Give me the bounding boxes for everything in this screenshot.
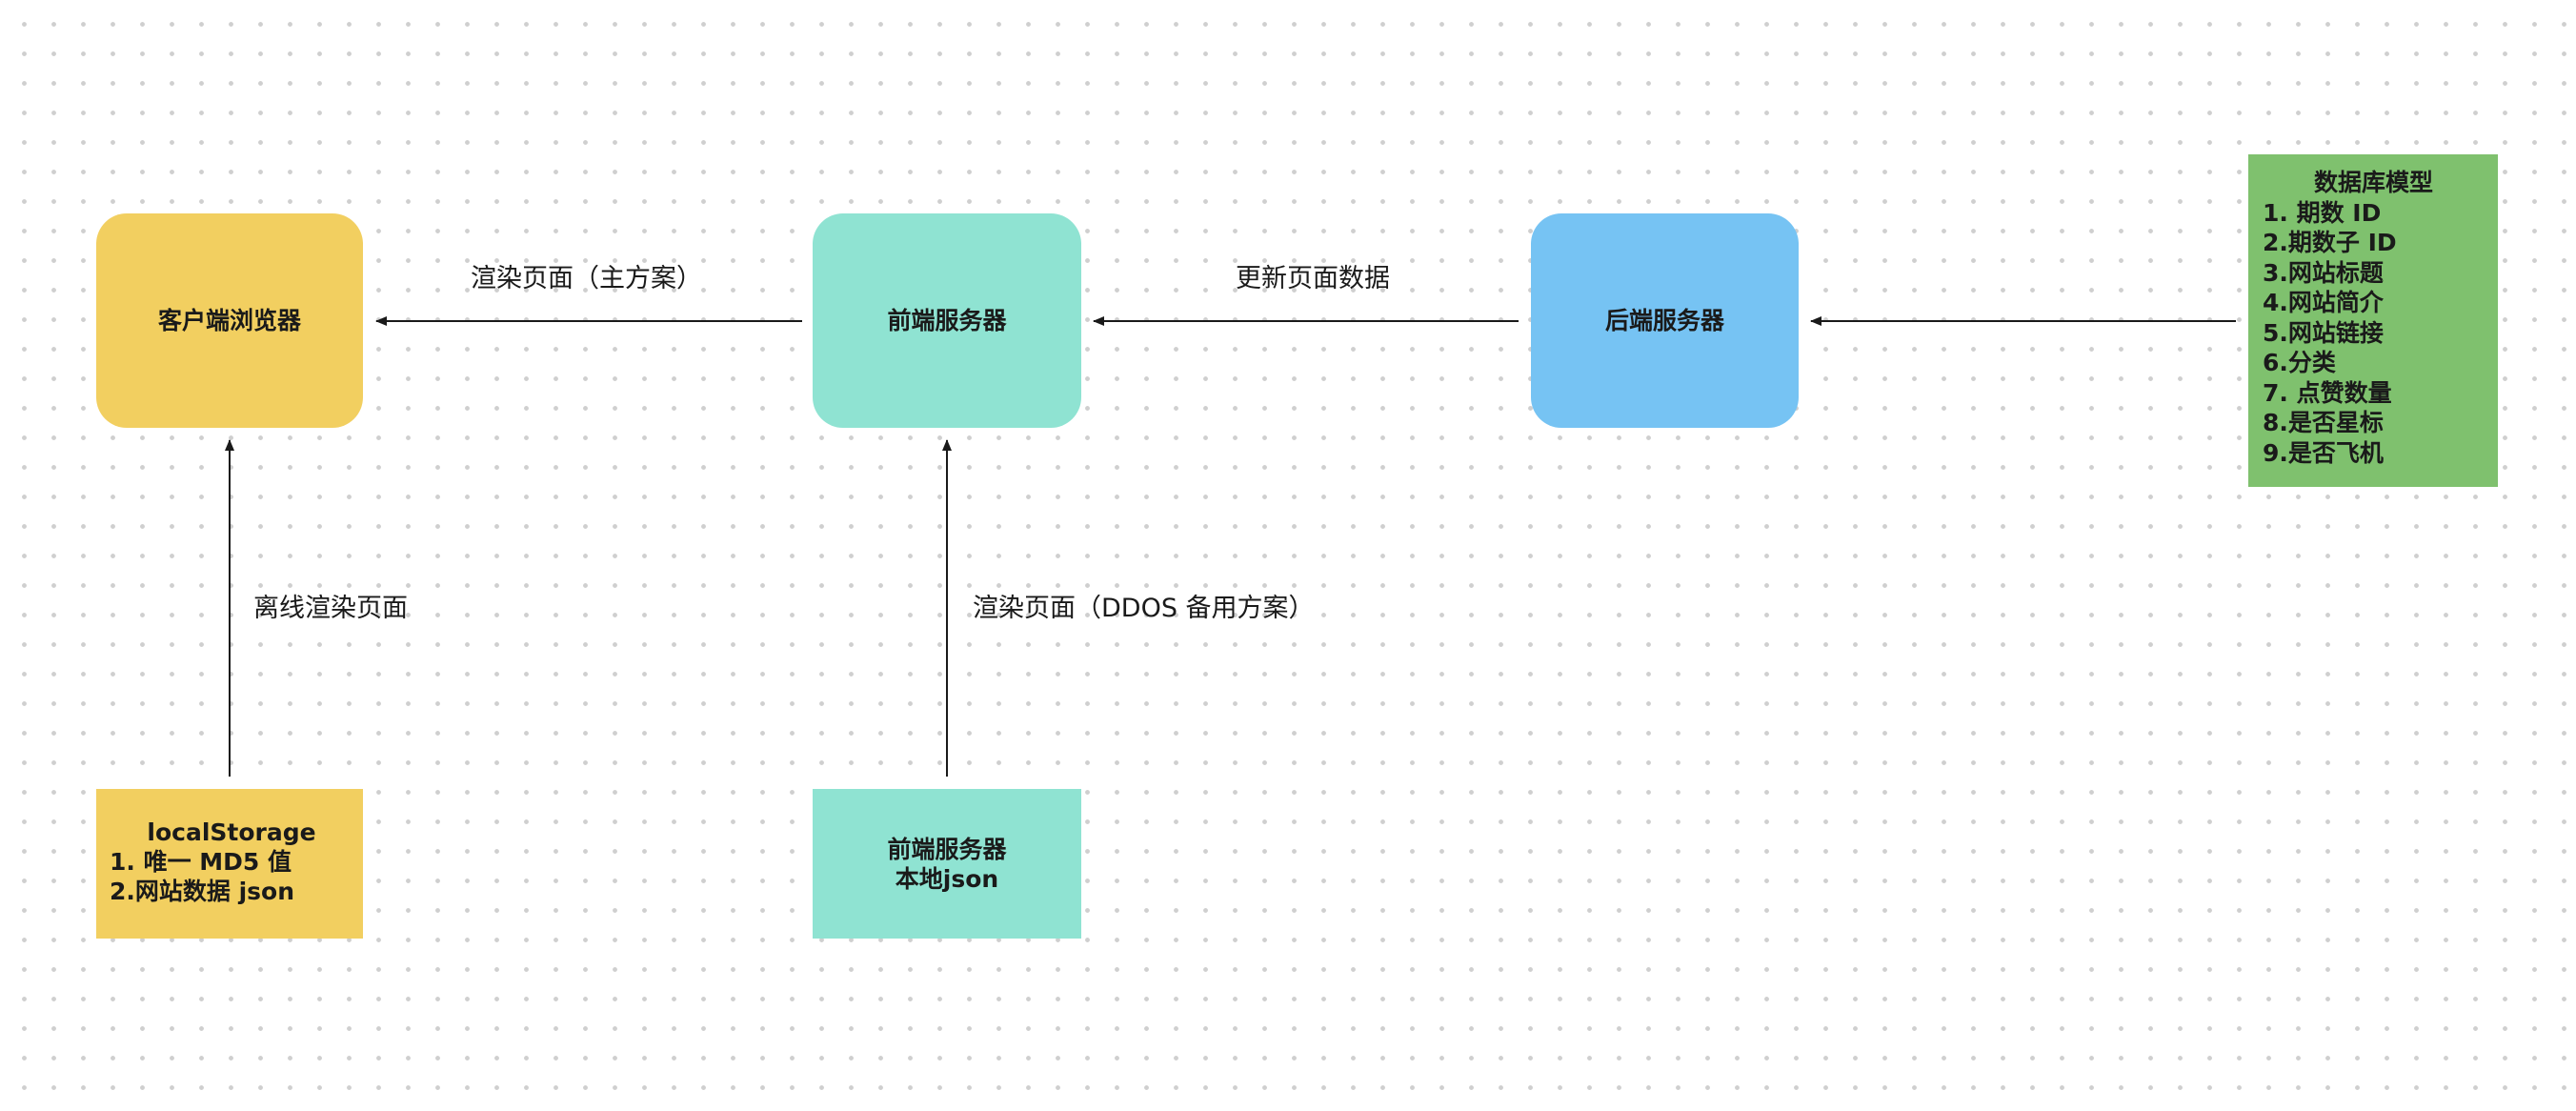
local-storage-node[interactable]: localStorage 1. 唯一 MD5 值 2.网站数据 json (96, 789, 363, 939)
database-model-item: 1. 期数 ID (2263, 198, 2382, 227)
edge-label-update-data: 更新页面数据 (1236, 264, 1390, 293)
backend-server-node[interactable]: 后端服务器 (1531, 213, 1799, 428)
local-storage-title: localStorage (147, 818, 316, 846)
frontend-local-json-line2: 本地json (895, 864, 999, 893)
local-storage-item: 1. 唯一 MD5 值 (110, 848, 292, 876)
browser-node[interactable]: 客户端浏览器 (96, 213, 363, 428)
database-model-item: 9.是否飞机 (2263, 438, 2384, 467)
browser-node-label: 客户端浏览器 (157, 306, 301, 334)
database-model-item: 5.网站链接 (2263, 318, 2384, 347)
database-model-item: 8.是否星标 (2263, 409, 2384, 436)
database-model-item: 3.网站标题 (2263, 258, 2384, 287)
frontend-server-node[interactable]: 前端服务器 (813, 213, 1081, 428)
database-model-item: 4.网站简介 (2263, 289, 2384, 316)
database-model-item: 2.期数子 ID (2263, 229, 2397, 256)
database-model-item: 7. 点赞数量 (2263, 378, 2392, 407)
edge-label-main-render: 渲染页面（主方案） (471, 264, 702, 293)
database-model-item: 6.分类 (2263, 349, 2336, 376)
local-storage-item: 2.网站数据 json (110, 878, 295, 905)
frontend-local-json-node[interactable]: 前端服务器 本地json (813, 789, 1081, 939)
backend-server-node-label: 后端服务器 (1604, 306, 1724, 334)
frontend-server-node-label: 前端服务器 (887, 306, 1007, 334)
edge-label-ddos-render: 渲染页面（DDOS 备用方案） (973, 594, 1315, 623)
frontend-local-json-line1: 前端服务器 (887, 835, 1007, 863)
database-model-node[interactable]: 数据库模型 1. 期数 ID 2.期数子 ID 3.网站标题 4.网站简介 5.… (2248, 154, 2498, 487)
database-model-title: 数据库模型 (2313, 169, 2433, 196)
edge-label-offline-render: 离线渲染页面 (253, 594, 408, 623)
